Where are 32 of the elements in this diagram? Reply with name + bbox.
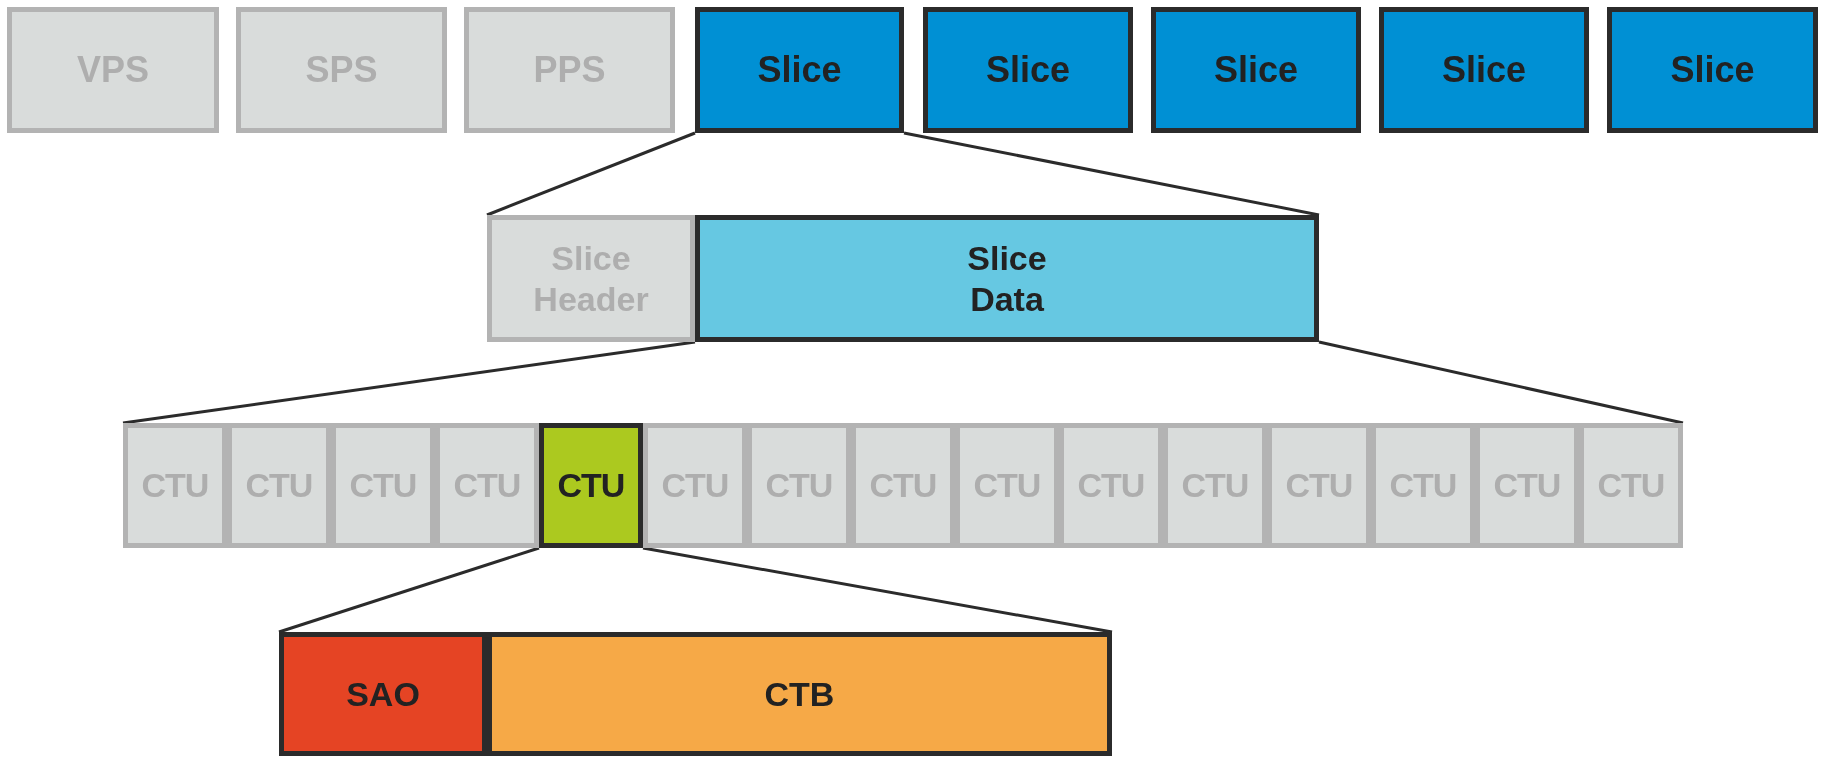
slice-block [1151, 7, 1361, 133]
zoom-line [642, 546, 1113, 634]
zoom-line [903, 131, 1320, 217]
slice-block [695, 7, 904, 133]
ctu-block [123, 423, 227, 548]
block-label: Slice [985, 49, 1071, 91]
parameter-set-block [464, 7, 675, 133]
block-label: Slice [1441, 49, 1527, 91]
slice-data-block [695, 215, 1319, 342]
parameter-set-block [236, 7, 447, 133]
zoom-line [1318, 340, 1684, 425]
parameter-set-block [7, 7, 219, 133]
slice-block [923, 7, 1133, 133]
slice-block [1607, 7, 1818, 133]
ctu-block [643, 423, 747, 548]
block-label: Slice [1670, 49, 1755, 91]
ctu-block [435, 423, 539, 548]
zoom-line [278, 546, 540, 634]
ctb-block [487, 632, 1112, 756]
ctu-block [1579, 423, 1683, 548]
block-label: CTU [557, 466, 625, 505]
block-label: Slice [1213, 49, 1299, 91]
slice-block [1379, 7, 1589, 133]
ctu-block [539, 423, 643, 548]
block-label: SAO [346, 674, 420, 714]
block-label: Slice [757, 49, 842, 91]
slice-header-block [487, 215, 695, 342]
block-label: CTB [764, 674, 835, 714]
sao-block [279, 632, 487, 756]
block-label: Slice Data [966, 237, 1048, 320]
zoom-line [122, 340, 696, 425]
zoom-line [486, 131, 696, 217]
